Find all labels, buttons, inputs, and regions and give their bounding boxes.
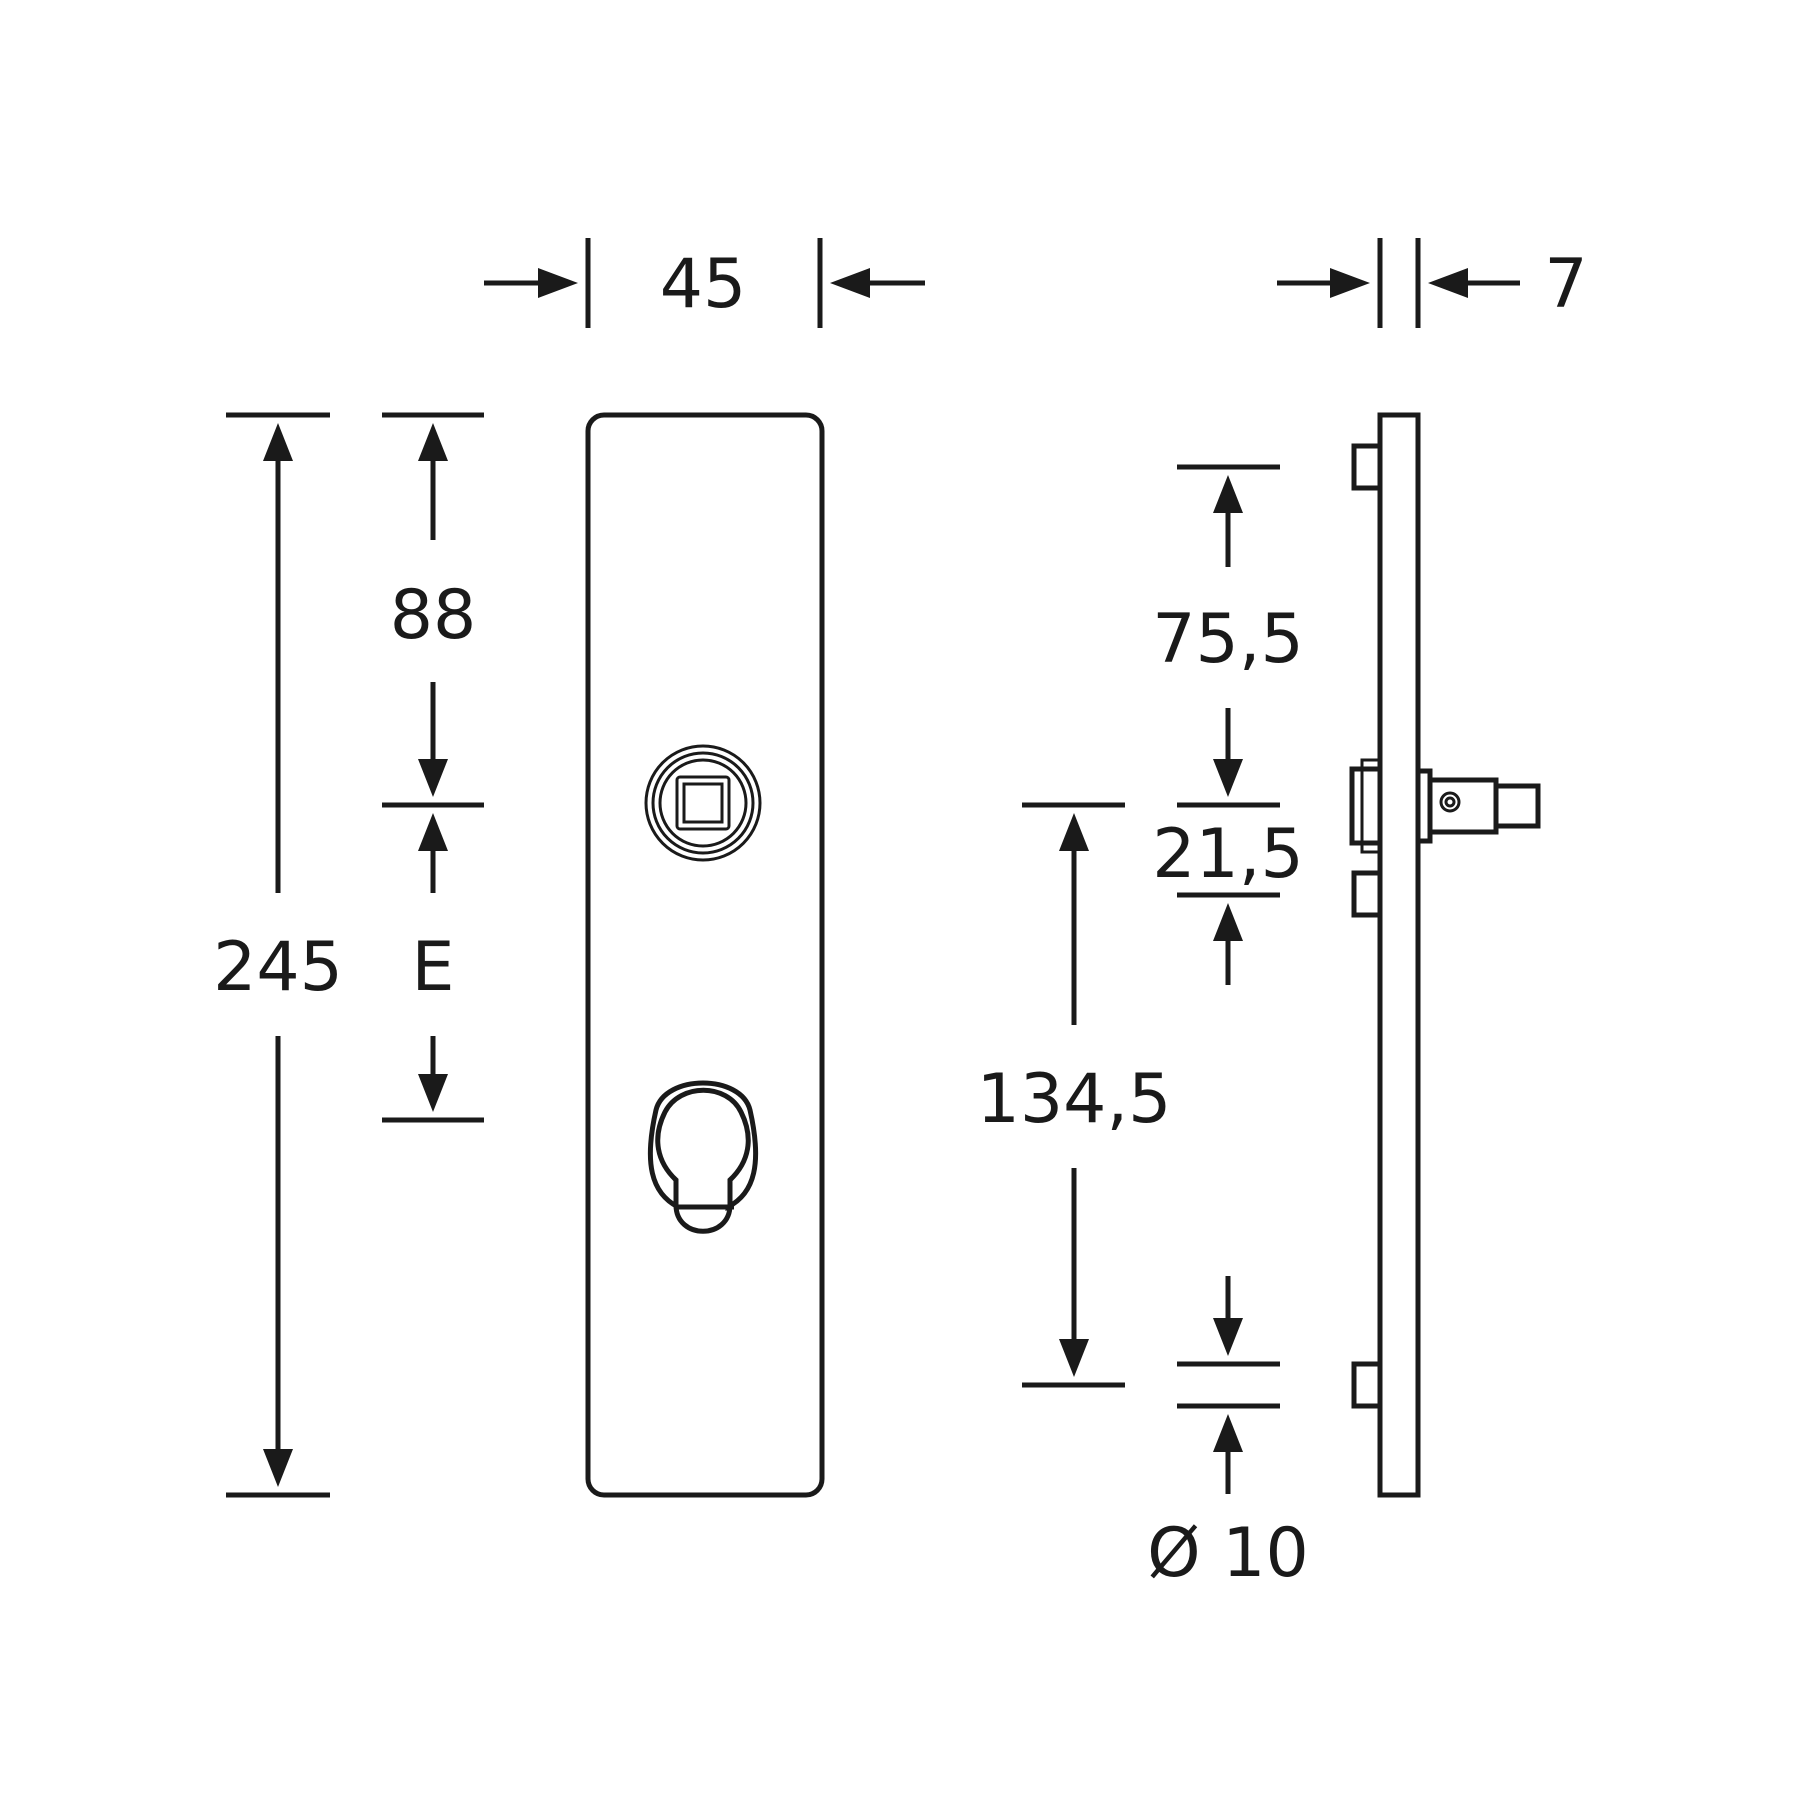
label-diameter-10: Ø 10 (1147, 1514, 1309, 1593)
fixing-stud-top (1351, 443, 1383, 491)
dimension-height-245: 245 (213, 412, 343, 1498)
front-view (585, 412, 825, 1498)
label-height-245: 245 (213, 928, 343, 1007)
label-thickness-7: 7 (1544, 245, 1587, 324)
cylinder-keyhole (647, 1080, 759, 1212)
dimension-width-45: 45 (484, 238, 925, 328)
spindle-tip (1493, 783, 1541, 829)
label-134-5: 134,5 (977, 1060, 1172, 1139)
dimension-thickness-7: 7 (1277, 238, 1588, 328)
dimension-21-5: 21,5 (1152, 815, 1304, 985)
spindle-body (1427, 777, 1499, 835)
label-e: E (412, 928, 455, 1007)
dimension-88: 88 (382, 412, 484, 808)
side-view (1349, 412, 1541, 1498)
dimension-diameter-10: Ø 10 (1147, 1276, 1309, 1593)
dimension-134-5: 134,5 (977, 802, 1172, 1388)
handle-rose (644, 744, 762, 862)
dimension-e: E (382, 813, 484, 1123)
label-21-5: 21,5 (1152, 815, 1303, 894)
rose-profile (1349, 766, 1383, 846)
label-width-45: 45 (660, 245, 747, 324)
fixing-stud-bottom (1351, 1361, 1383, 1409)
spindle-screw (1439, 791, 1461, 813)
side-plate-profile (1377, 412, 1421, 1498)
front-plate-outline (585, 412, 825, 1498)
fixing-stud-middle (1351, 870, 1383, 918)
label-88: 88 (390, 576, 477, 655)
label-75-5: 75,5 (1152, 600, 1303, 679)
square-spindle-hole (675, 775, 731, 831)
dimension-75-5: 75,5 (1152, 464, 1304, 808)
